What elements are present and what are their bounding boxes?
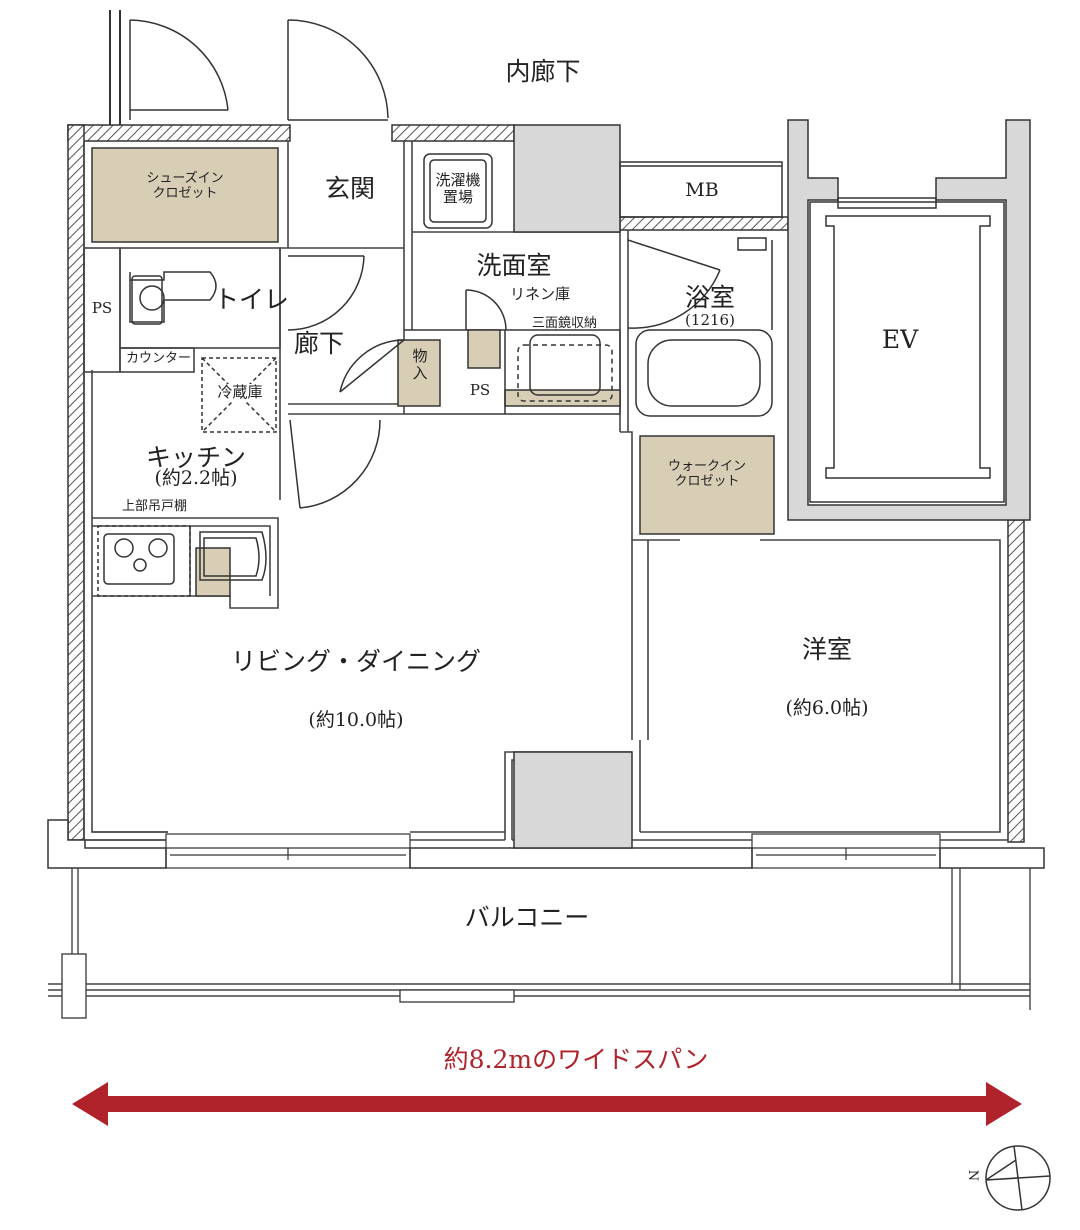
label-balcony: バルコニー (464, 903, 590, 932)
label-corridor-outside: 内廊下 (505, 57, 581, 86)
label-bath-size: (1216) (685, 311, 735, 329)
label-storage: 物 入 (412, 347, 428, 383)
label-kitchen-size: (約2.2帖) (154, 467, 238, 489)
bottom-windows (165, 833, 941, 869)
label-counter: カウンター (126, 351, 192, 366)
label-upper-cabinet: 上部吊戸棚 (122, 499, 188, 514)
label-mb: MB (685, 179, 719, 201)
label-mirror-storage: 三面鏡収納 (532, 316, 598, 331)
label-ev: EV (881, 325, 919, 354)
label-linen: リネン庫 (510, 285, 571, 303)
bottom-wall (47, 819, 1045, 869)
label-living-size: (約10.0帖) (308, 709, 404, 731)
compass-icon (985, 1145, 1051, 1211)
label-kitchen: キッチン (145, 443, 247, 472)
fixtures (97, 153, 773, 597)
elevator-car (809, 197, 1005, 503)
label-span: 約8.2mのワイドスパン (443, 1045, 709, 1074)
label-living: リビング・ダイニング (230, 647, 482, 676)
label-washer: 洗濯機 置場 (435, 171, 481, 207)
label-entrance: 玄関 (324, 174, 376, 203)
label-north: N (965, 1169, 981, 1182)
label-hallway: 廊下 (294, 329, 345, 358)
label-western-size: (約6.0帖) (785, 697, 869, 719)
balcony-structure (48, 868, 1031, 1019)
span-arrow (72, 1082, 1022, 1126)
label-ps-left: PS (91, 299, 113, 317)
label-bath: 浴室 (684, 283, 736, 312)
label-fridge: 冷蔵庫 (217, 383, 263, 402)
label-western: 洋室 (801, 635, 853, 664)
label-shoes-closet: シューズイン クロゼット (146, 171, 224, 201)
label-ps-center: PS (469, 381, 491, 399)
label-wic: ウォークイン クロゼット (667, 459, 747, 489)
shafts (513, 119, 1031, 849)
label-washroom: 洗面室 (476, 251, 552, 280)
doors (109, 10, 721, 509)
label-toilet: トイレ (214, 285, 290, 314)
mb-box (619, 161, 783, 218)
closet-fills (91, 147, 775, 597)
interior-walls (83, 141, 1008, 841)
